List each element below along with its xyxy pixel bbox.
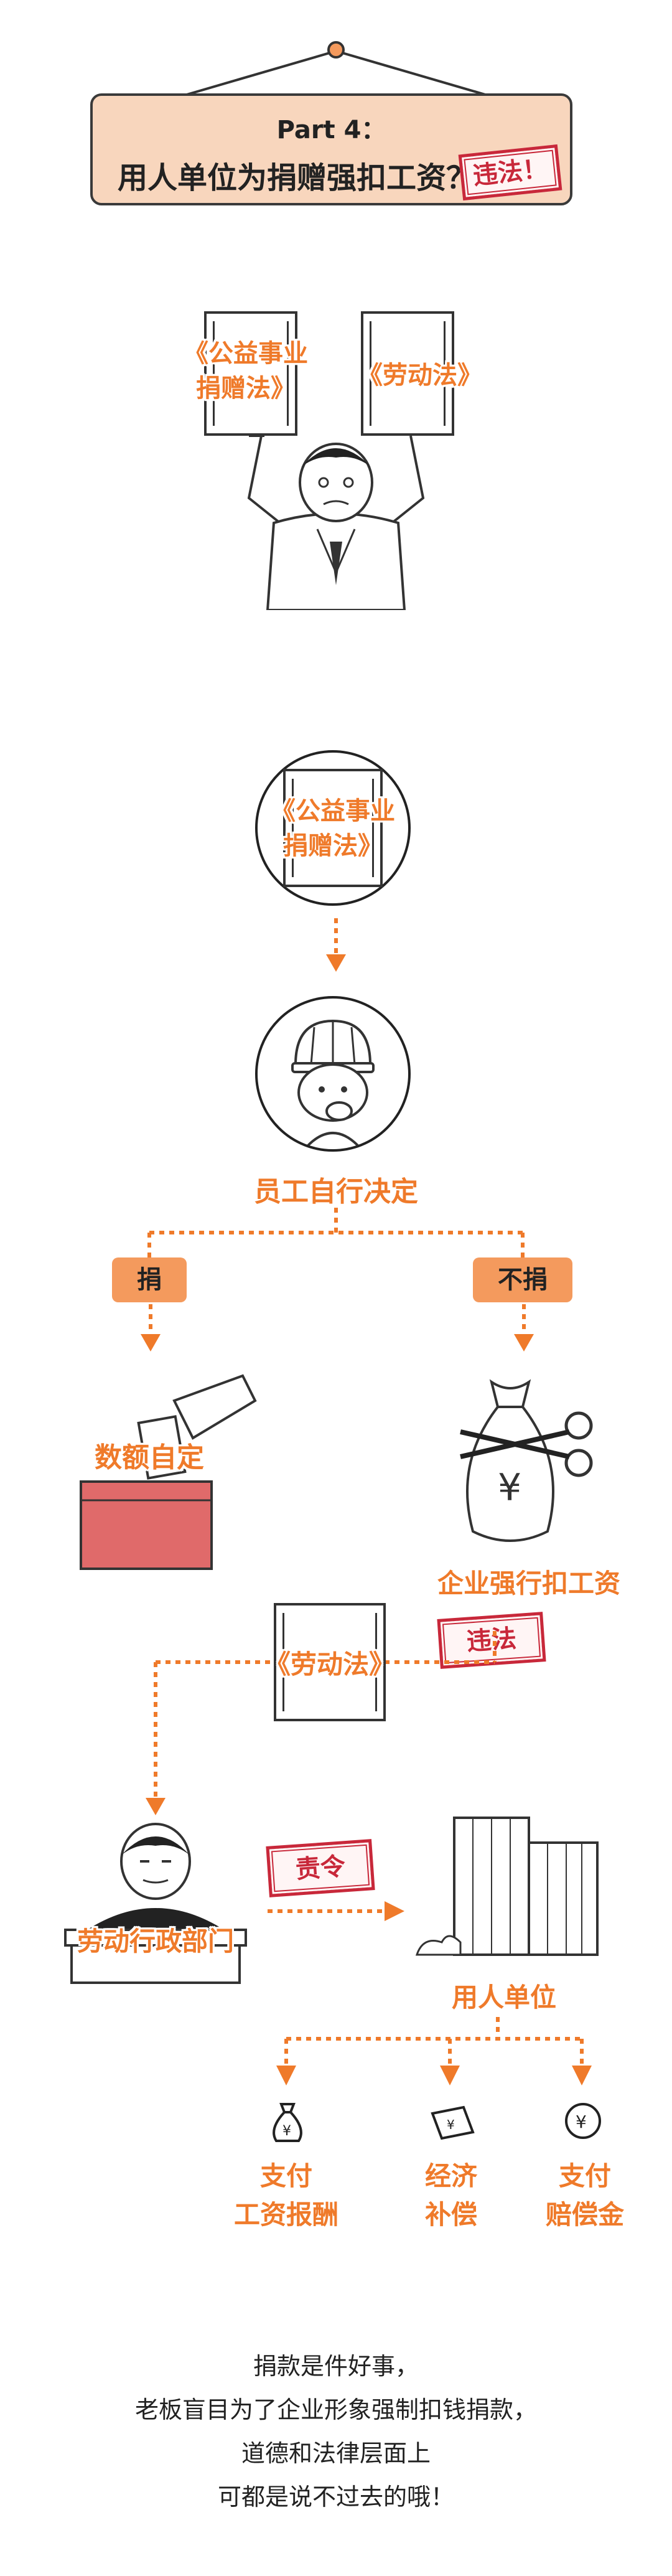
label-worker-decides: 员工自行决定 (254, 1176, 418, 1208)
label-labor-law-2: 《劳动法》 (264, 1649, 395, 1680)
svg-text:¥: ¥ (498, 1466, 521, 1510)
donation-box-illustration (80, 1374, 257, 1570)
book-labor-law (361, 311, 454, 436)
label-charity-law-2: 《公益事业 捐赠法》 (271, 797, 395, 860)
footer-line-3: 道德和法律层面上 (241, 2440, 431, 2467)
money-bag-icon: ¥ (273, 2103, 302, 2142)
man-holding-books-illustration (247, 435, 425, 610)
sign-hanger (186, 41, 486, 96)
outcome-pay-damages: 支付 赔偿金 (545, 2161, 624, 2230)
outcome-branch-lines (276, 2017, 592, 2085)
arrow-right-order (268, 1901, 404, 1921)
label-labor-department: 劳动行政部门 (77, 1926, 234, 1957)
employer-building-illustration (415, 1817, 599, 1956)
order-stamp: 责令 (266, 1839, 375, 1897)
title-part: Part 4： (276, 116, 386, 144)
arrow-down-right (514, 1304, 534, 1351)
label-employer: 用人单位 (451, 1982, 556, 2013)
worker-thinking-illustration (291, 1019, 375, 1145)
book-charity-law (204, 311, 297, 436)
label-forced-deduction: 企业强行扣工资 (437, 1568, 620, 1599)
footer-line-2: 老板盲目为了企业形象强制扣钱捐款， (134, 2396, 537, 2423)
label-amount-self-decided: 数额自定 (95, 1442, 204, 1474)
banknote-icon: ¥ (431, 2105, 475, 2140)
book-charity-law-flow (283, 769, 383, 887)
yen-coin-icon: ¥ (565, 2103, 601, 2139)
labor-official-illustration (64, 1823, 247, 1984)
arrow-down-1 (326, 918, 346, 972)
tag-donate: 捐 (112, 1257, 187, 1302)
label-charity-law-1: 《公益事业 捐赠法》 (184, 339, 308, 403)
svg-text:¥: ¥ (282, 2123, 291, 2139)
book-labor-law-flow (274, 1603, 386, 1721)
svg-text:¥: ¥ (447, 2117, 455, 2132)
outcome-economic-compensation: 经济 补偿 (424, 2161, 477, 2230)
arrow-down-left (141, 1304, 161, 1351)
footer-line-1: 捐款是件好事， (253, 2353, 419, 2380)
svg-text:¥: ¥ (576, 2112, 587, 2132)
title-question: 用人单位为捐赠强扣工资？ (118, 161, 477, 195)
money-bag-scissors-illustration: ¥ (460, 1379, 593, 1542)
title-sign: Part 4： 用人单位为捐赠强扣工资？ (90, 93, 572, 205)
branch-lines (147, 1208, 525, 1257)
outcome-pay-wages: 支付 工资报酬 (233, 2161, 338, 2230)
tag-not-donate: 不捐 (473, 1257, 572, 1302)
label-labor-law-1: 《劳动法》 (358, 361, 482, 390)
footer-line-4: 可都是说不过去的哦！ (217, 2483, 454, 2511)
